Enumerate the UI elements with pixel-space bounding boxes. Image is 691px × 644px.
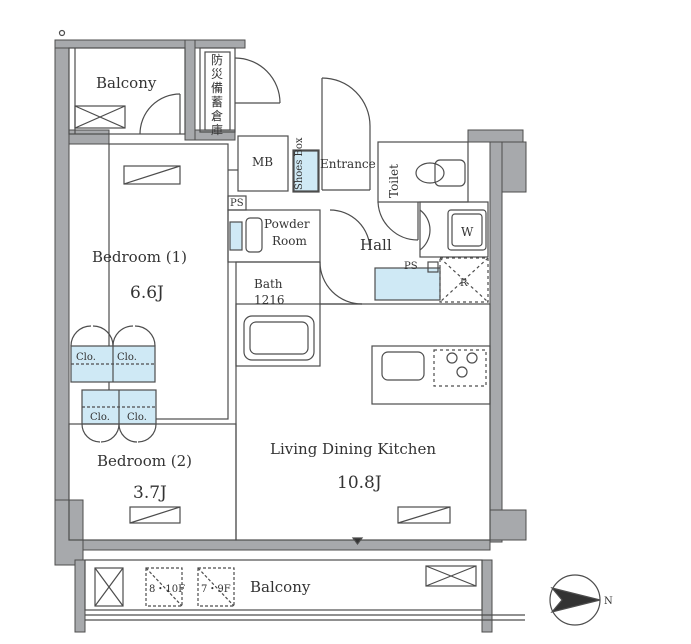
label-mb: MB — [252, 155, 273, 169]
label-disaster-storage: 防 災 備 蓄 倉 庫 — [211, 52, 223, 137]
exterior-walls — [54, 39, 527, 633]
svg-text:蓄: 蓄 — [211, 95, 223, 109]
svg-text:Clo.: Clo. — [90, 412, 110, 423]
label-hall: Hall — [360, 236, 392, 254]
balcony-bottom — [84, 559, 525, 621]
mb-shoesbox — [237, 135, 320, 193]
entrance-area — [321, 77, 371, 191]
label-shoes-box: Shoes Box — [294, 137, 305, 190]
svg-text:備: 備 — [211, 80, 223, 95]
label-ldk: Living Dining Kitchen — [270, 440, 436, 458]
label-floor-left: 8・10F — [149, 584, 185, 595]
toilet-room — [377, 141, 469, 241]
balcony-top — [58, 29, 186, 135]
label-bedroom-2: Bedroom (2) — [97, 452, 192, 470]
label-balcony-bottom: Balcony — [250, 578, 311, 596]
label-floor-right: 7・9F — [201, 584, 231, 595]
label-bedroom-1-size: 6.6J — [130, 283, 164, 303]
bedroom-1 — [108, 143, 238, 420]
svg-text:倉: 倉 — [211, 108, 223, 123]
disaster-storage — [199, 47, 281, 133]
label-bedroom-2-size: 3.7J — [133, 483, 167, 503]
svg-text:災: 災 — [211, 67, 223, 81]
svg-text:Clo.: Clo. — [127, 412, 147, 423]
label-ps-left: PS — [230, 198, 244, 209]
label-bath: Bath — [254, 277, 283, 291]
living-dining-kitchen — [235, 303, 491, 545]
svg-text:防: 防 — [211, 52, 223, 67]
label-powder-room-1: Powder — [264, 217, 310, 231]
label-balcony-top: Balcony — [96, 74, 157, 92]
label-bedroom-1: Bedroom (1) — [92, 248, 187, 266]
label-ldk-size: 10.8J — [337, 473, 382, 493]
label-powder-room-2: Room — [272, 234, 307, 248]
svg-text:Clo.: Clo. — [76, 352, 96, 363]
label-bath-size: 1216 — [254, 293, 285, 307]
compass — [549, 574, 601, 626]
closets — [70, 325, 157, 443]
label-north: N — [604, 596, 613, 607]
label-entrance: Entrance — [320, 157, 376, 171]
label-fridge: R — [460, 278, 468, 289]
label-toilet: Toilet — [387, 164, 401, 198]
label-closets: Clo. Clo. Clo. Clo. — [76, 352, 147, 423]
svg-text:庫: 庫 — [211, 123, 223, 137]
svg-text:Clo.: Clo. — [117, 352, 137, 363]
label-washer: W — [461, 225, 474, 239]
label-ps-right: PS — [404, 261, 418, 272]
washer-area — [419, 201, 489, 258]
hall-fridge — [374, 257, 489, 303]
